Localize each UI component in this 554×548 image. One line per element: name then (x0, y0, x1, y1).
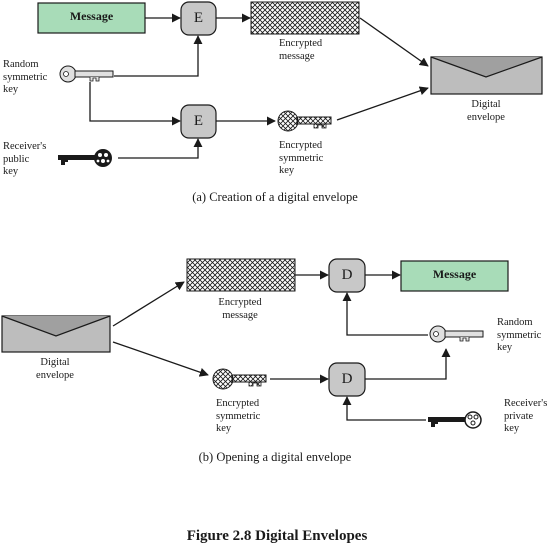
arrow-encmsg-to-envelope (359, 17, 429, 67)
decrypt-op-1-label: D (341, 267, 353, 283)
arrow-d2-to-randkey (365, 348, 451, 380)
arrow-privkey-to-d2 (342, 396, 426, 421)
arrow-key-to-e2 (89, 82, 181, 126)
encrypted-symmetric-key-label-b: Encrypted symmetric key (216, 398, 261, 434)
encrypt-op-2-label: E (193, 113, 204, 129)
key-icon-public (58, 149, 112, 167)
encrypted-message-label-a: Encrypted message (279, 38, 323, 62)
key-icon-private (428, 411, 482, 429)
arrow-key-to-e1 (114, 35, 203, 77)
key-icon-random-b (429, 325, 484, 343)
message-box-b (400, 260, 509, 292)
key-icon-random-a (59, 65, 114, 83)
encrypted-key-icon-b (212, 368, 267, 390)
decrypt-op-2-label: D (341, 371, 353, 387)
caption-a: (a) Creation of a digital envelope (192, 190, 358, 204)
random-key-label-a: Random symmetric key (3, 59, 48, 95)
arrow-enckey-to-envelope (336, 86, 429, 121)
encrypted-symmetric-key-label-a: Encrypted symmetric key (279, 140, 324, 176)
encrypted-key-icon-a (277, 110, 332, 132)
envelope-icon-b (1, 315, 111, 353)
figure-title: Figure 2.8 Digital Envelopes (186, 528, 368, 544)
message-box-a (37, 2, 146, 34)
envelope-icon-a (430, 56, 543, 95)
digital-envelope-label-b: Digital envelope (36, 357, 74, 381)
receiver-public-key-label: Receiver's public key (3, 141, 47, 177)
encrypt-op-1-label: E (193, 10, 204, 26)
arrow-pubkey-to-e2 (118, 138, 203, 159)
message-label-b: Message (432, 267, 477, 281)
random-key-label-b: Random symmetric key (497, 317, 542, 353)
encrypted-message-label-b: Encrypted message (218, 297, 262, 321)
message-label-a: Message (69, 9, 114, 23)
arrow-envelope-to-enckey (112, 341, 209, 377)
arrow-envelope-to-encmsg (112, 281, 185, 327)
digital-envelope-label-a: Digital envelope (467, 99, 505, 123)
caption-b: (b) Opening a digital envelope (198, 450, 352, 464)
receiver-private-key-label: Receiver's private key (504, 398, 548, 434)
arrow-randkey-to-d1 (342, 292, 428, 336)
